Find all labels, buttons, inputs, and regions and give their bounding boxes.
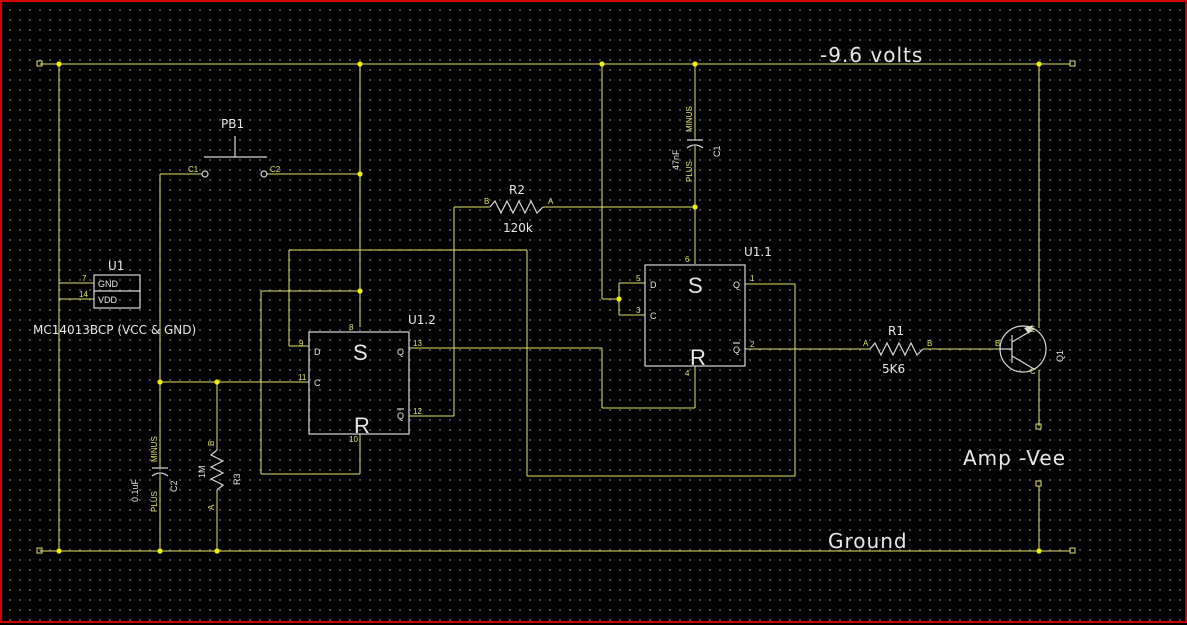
u12-flipflop[interactable] <box>308 331 410 435</box>
u12-pin-9: 9 <box>299 339 304 348</box>
u11-r: R <box>690 345 706 370</box>
r1-value: 5K6 <box>882 362 905 376</box>
u1-power-block[interactable] <box>93 274 141 309</box>
rail-label-ground: Ground <box>828 529 908 553</box>
q1-ref: Q1 <box>1055 350 1065 362</box>
u1-vdd-label: VDD <box>98 295 118 305</box>
u11-c: C <box>650 311 657 321</box>
r2-ref: R2 <box>509 183 525 197</box>
r3-value: 1M <box>197 465 207 478</box>
u12-pin-10: 10 <box>349 435 358 444</box>
rail-label-top: -9.6 volts <box>820 43 923 67</box>
pb1-pushbutton[interactable] <box>201 136 268 178</box>
r1-pin-a: A <box>863 339 869 348</box>
u11-q: Q <box>733 280 740 290</box>
u1-pin-7: 7 <box>82 274 87 283</box>
u12-pin-8: 8 <box>349 323 354 332</box>
c1-minus: MINUS <box>685 106 694 132</box>
c2-value: 0.1uF <box>130 478 140 502</box>
u11-pin-6: 6 <box>685 255 690 264</box>
r1-resistor[interactable] <box>869 341 924 357</box>
u11-pin-5: 5 <box>636 274 641 283</box>
c1-capacitor[interactable] <box>686 139 704 149</box>
junction-dots <box>56 61 1042 554</box>
q1-pin-b: B <box>995 339 1000 348</box>
r2-value: 120k <box>503 221 533 235</box>
r2-pin-b: B <box>484 197 489 206</box>
c1-ref: C1 <box>712 145 722 157</box>
q1-pin-c: C <box>1030 367 1036 376</box>
r3-ref: R3 <box>232 473 242 485</box>
r1-pin-b: B <box>927 339 932 348</box>
c1-plus: PLUS <box>685 161 694 182</box>
u1-gnd-label: GND <box>98 279 119 289</box>
pb1-ref: PB1 <box>221 117 244 131</box>
u12-pin-13: 13 <box>413 339 422 348</box>
u11-d: D <box>650 280 657 290</box>
u1-ref: U1 <box>108 259 124 273</box>
u12-q: Q <box>397 347 404 357</box>
u1-description: MC14013BCP (VCC & GND) <box>33 323 196 337</box>
q1-pin-e: E <box>1030 325 1035 334</box>
c2-plus: PLUS <box>150 491 159 512</box>
u11-s: S <box>688 273 703 298</box>
r3-pin-b: B <box>207 441 216 446</box>
u11-flipflop[interactable] <box>644 264 746 367</box>
u11-pin-4: 4 <box>685 369 690 378</box>
u12-s: S <box>353 340 368 365</box>
amp-vee-label: Amp -Vee <box>963 446 1066 470</box>
c1-value: 47nF <box>671 149 681 170</box>
u12-d: D <box>314 347 321 357</box>
ground-rail[interactable] <box>36 547 1076 554</box>
q1-transistor[interactable] <box>999 325 1047 373</box>
u11-pin-3: 3 <box>636 306 641 315</box>
u12-r: R <box>354 413 370 438</box>
u12-pin-11: 11 <box>298 373 307 382</box>
u11-qbar: Q <box>733 345 740 355</box>
u12-qbar: Q <box>397 411 404 421</box>
u11-pin-2: 2 <box>750 340 755 349</box>
r1-ref: R1 <box>888 324 904 338</box>
top-rail[interactable] <box>36 60 1076 67</box>
u1-pin-14: 14 <box>79 290 88 299</box>
u11-ref: U1.1 <box>744 245 772 259</box>
u12-ref: U1.2 <box>408 313 436 327</box>
u12-c: C <box>314 378 321 388</box>
c2-ref: C2 <box>169 480 179 492</box>
u11-pin-1: 1 <box>750 274 755 283</box>
r2-resistor[interactable] <box>489 199 544 215</box>
pb1-c1: C1 <box>188 165 199 174</box>
r3-resistor[interactable] <box>209 382 225 551</box>
c2-minus: MINUS <box>150 436 159 462</box>
r3-pin-a: A <box>207 504 216 510</box>
r2-pin-a: A <box>548 197 554 206</box>
pb1-c2: C2 <box>270 165 281 174</box>
u12-pin-12: 12 <box>413 407 422 416</box>
